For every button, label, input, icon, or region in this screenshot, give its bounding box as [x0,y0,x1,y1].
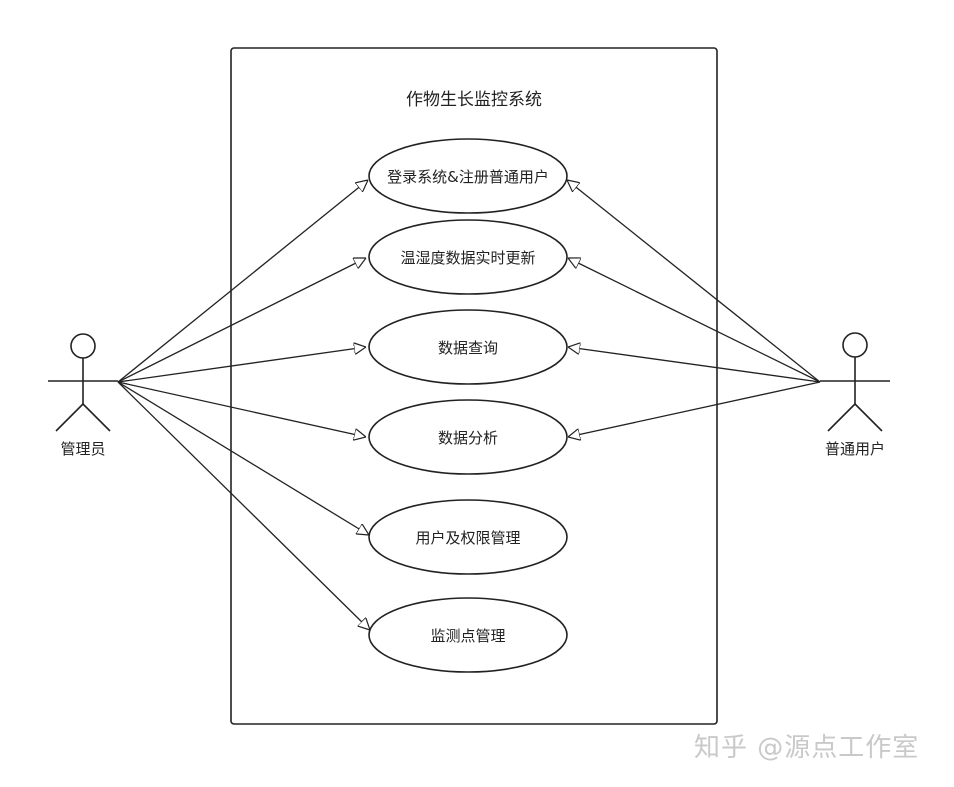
admin-to-query-line [117,347,366,383]
use-case-label: 监测点管理 [430,627,505,645]
use-case-data-query: 数据查询 [368,309,568,385]
use-case-label: 数据分析 [438,429,498,447]
actor-leg-left [827,403,856,432]
actor-admin-label: 管理员 [60,440,105,458]
user-to-realtime-line [568,258,821,383]
use-case-label: 数据查询 [438,339,498,357]
admin-associations [117,180,370,630]
use-case-ellipse [368,499,568,575]
user-to-analysis-line [568,381,821,437]
admin-to-analysis-line [117,381,366,437]
admin-to-realtime-line [117,258,366,383]
use-case-label: 用户及权限管理 [415,529,520,547]
actor-normal-user [820,332,890,432]
use-case-login: 登录系统&注册普通用户 [368,138,568,214]
user-to-query-line [568,347,821,383]
use-case-ellipse [368,138,568,214]
actor-head [70,333,96,359]
use-case-realtime-update: 温湿度数据实时更新 [368,219,568,295]
user-associations [567,180,821,437]
admin-to-site-mgmt-line [117,381,370,630]
use-case-ellipse [368,309,568,385]
use-case-label: 温湿度数据实时更新 [400,249,535,267]
actor-leg-right [82,403,111,432]
actor-user-label: 普通用户 [825,440,885,458]
use-case-ellipse [368,219,568,295]
actor-leg-right [854,403,883,432]
use-case-user-permission-mgmt: 用户及权限管理 [368,499,568,575]
user-to-login-line [567,180,821,383]
admin-to-login-line [117,180,368,383]
use-case-label: 登录系统&注册普通用户 [387,168,549,186]
use-case-ellipse [368,399,568,475]
use-case-data-analysis: 数据分析 [368,399,568,475]
use-case-ellipse [368,597,568,673]
use-case-site-mgmt: 监测点管理 [368,597,568,673]
actor-head [842,332,868,358]
system-title: 作物生长监控系统 [406,90,542,110]
watermark: 知乎 @源点工作室 [694,733,920,763]
actor-admin [48,333,118,432]
admin-to-user-mgmt-line [117,381,369,535]
actor-leg-left [55,403,84,432]
system-boundary [230,47,718,725]
